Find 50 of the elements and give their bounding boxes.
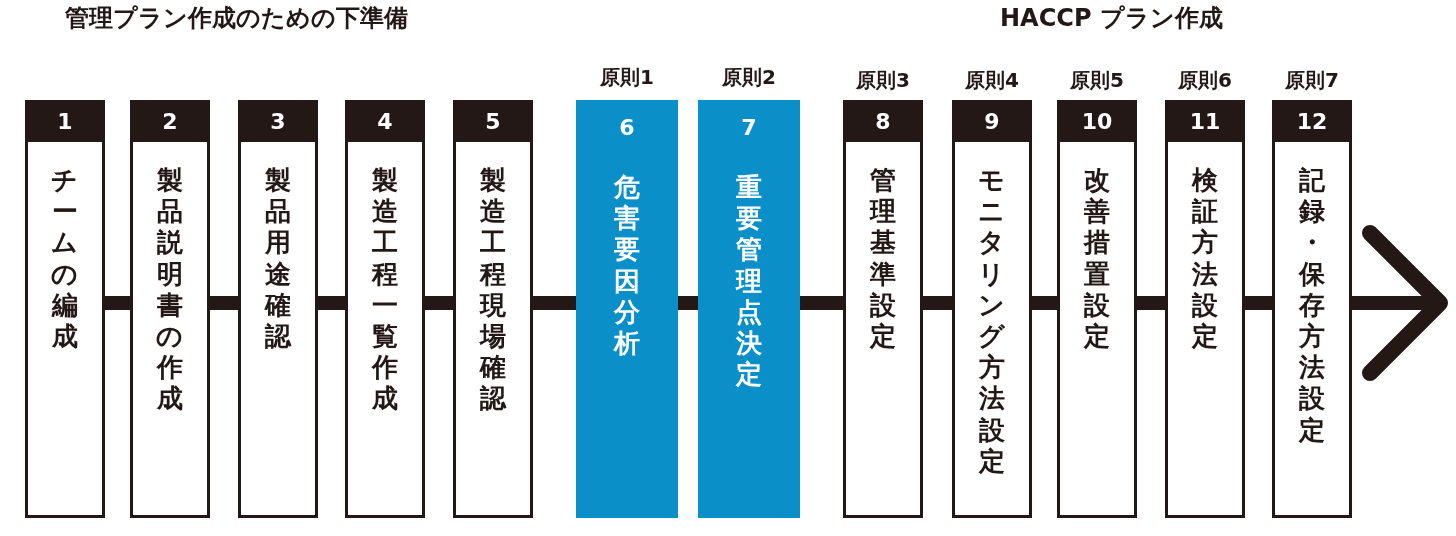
principle-label: 原則5	[1070, 67, 1124, 94]
step-number: 8	[843, 100, 923, 142]
step-title: 検証方法設定	[1191, 165, 1219, 353]
step-number: 9	[952, 100, 1032, 142]
connector-line	[678, 296, 698, 310]
step-title: 製造工程一覧作成	[371, 165, 399, 415]
connector-line	[1032, 296, 1057, 310]
step-title: 改善措置設定	[1083, 165, 1111, 353]
step-box	[238, 100, 318, 518]
step-number: 4	[345, 100, 425, 142]
connector-line	[425, 296, 453, 310]
connector-line	[1137, 296, 1165, 310]
connector-line	[210, 296, 238, 310]
principle-label: 原則6	[1178, 67, 1232, 94]
connector-line	[533, 296, 576, 310]
arrow	[1352, 225, 1448, 381]
step-title: 製造工程現場確認	[479, 165, 507, 415]
connector-line	[318, 296, 345, 310]
principle-label: 原則2	[722, 64, 776, 91]
connector-line	[923, 296, 952, 310]
step-title: 危害要因分析	[613, 172, 641, 360]
step-number: 1	[25, 100, 105, 142]
step-title: モニタリング方法設定	[978, 165, 1006, 477]
step-title: 製品用途確認	[264, 165, 292, 353]
step-box	[345, 100, 425, 518]
step-number: 6	[618, 113, 636, 142]
step-number: 3	[238, 100, 318, 142]
section-heading: HACCP プラン作成	[1000, 3, 1223, 34]
connector-line	[800, 296, 843, 310]
step-box	[25, 100, 105, 518]
principle-label: 原則1	[600, 64, 654, 91]
step-title: 記録・保存方法設定	[1298, 165, 1326, 446]
step-number: 7	[740, 113, 758, 142]
step-title: 重要管理点決定	[735, 172, 763, 391]
step-number: 2	[130, 100, 210, 142]
step-number: 12	[1272, 100, 1352, 142]
principle-label: 原則3	[856, 67, 910, 94]
step-number: 5	[453, 100, 533, 142]
step-box	[453, 100, 533, 518]
connector-line	[1245, 296, 1272, 310]
step-number: 10	[1057, 100, 1137, 142]
step-title: チームの編成	[51, 165, 79, 353]
connector-line	[105, 296, 130, 310]
section-heading: 管理プラン作成のための下準備	[65, 3, 408, 34]
principle-label: 原則7	[1285, 67, 1339, 94]
step-number: 11	[1165, 100, 1245, 142]
step-box	[130, 100, 210, 518]
principle-label: 原則4	[965, 67, 1019, 94]
step-title: 管理基準設定	[869, 165, 897, 353]
step-title: 製品説明書の作成	[156, 165, 184, 415]
